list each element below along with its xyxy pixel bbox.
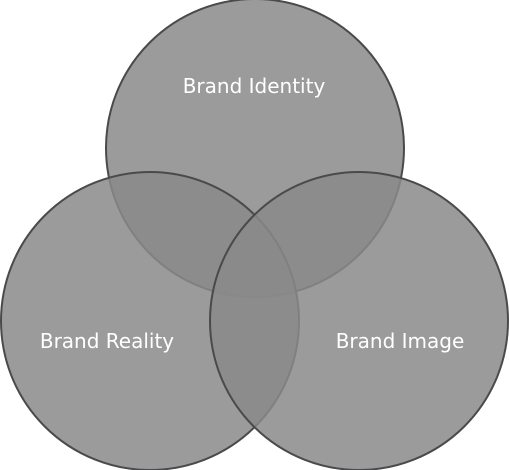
label-brand-reality: Brand Reality <box>40 329 174 353</box>
circle-brand-image <box>209 171 509 470</box>
label-brand-image: Brand Image <box>336 329 465 353</box>
label-brand-identity: Brand Identity <box>183 74 326 98</box>
labels-group: Brand Identity Brand Reality Brand Image <box>40 74 464 353</box>
